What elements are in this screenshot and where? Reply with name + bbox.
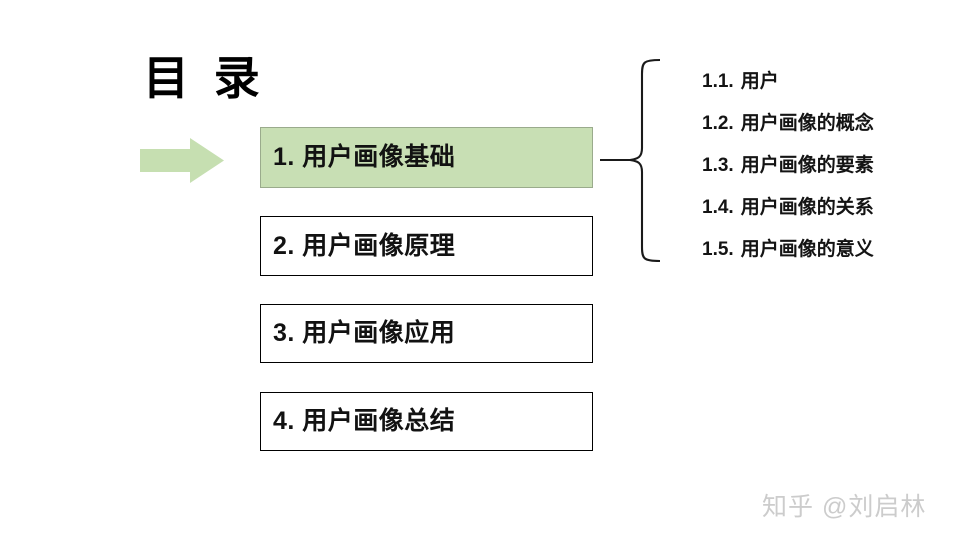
- chapter-box-4[interactable]: 4. 用户画像总结: [260, 392, 593, 451]
- subitem-number: 1.5.: [702, 238, 734, 260]
- subitem-number: 1.3.: [702, 154, 734, 176]
- subitem-label: 用户画像的要素: [740, 154, 874, 176]
- subitem-list: 1.1. 用户 1.2. 用户画像的概念 1.3. 用户画像的要素 1.4. 用…: [702, 60, 952, 270]
- list-item[interactable]: 1.1. 用户: [702, 60, 952, 102]
- list-item[interactable]: 1.2. 用户画像的概念: [702, 102, 952, 144]
- list-item[interactable]: 1.5. 用户画像的意义: [702, 228, 952, 270]
- subitem-label: 用户: [740, 70, 779, 92]
- chapter-label: 1. 用户画像基础: [273, 143, 456, 171]
- subitem-number: 1.1.: [702, 70, 734, 92]
- watermark: 知乎 @刘启林: [762, 493, 927, 521]
- list-item[interactable]: 1.3. 用户画像的要素: [702, 144, 952, 186]
- subitem-label: 用户画像的意义: [740, 238, 874, 260]
- chapter-label: 3. 用户画像应用: [273, 319, 456, 347]
- subitem-number: 1.4.: [702, 196, 734, 218]
- subitem-label: 用户画像的概念: [740, 112, 874, 134]
- subitem-label: 用户画像的关系: [740, 196, 874, 218]
- right-arrow-icon: [140, 138, 224, 183]
- chapter-box-1[interactable]: 1. 用户画像基础: [260, 127, 593, 188]
- left-brace-icon: [598, 58, 662, 263]
- chapter-box-3[interactable]: 3. 用户画像应用: [260, 304, 593, 363]
- list-item[interactable]: 1.4. 用户画像的关系: [702, 186, 952, 228]
- subitem-number: 1.2.: [702, 112, 734, 134]
- chapter-label: 4. 用户画像总结: [273, 407, 456, 435]
- chapter-box-2[interactable]: 2. 用户画像原理: [260, 216, 593, 276]
- chapter-label: 2. 用户画像原理: [273, 231, 456, 260]
- page-title: 目 录: [143, 52, 266, 104]
